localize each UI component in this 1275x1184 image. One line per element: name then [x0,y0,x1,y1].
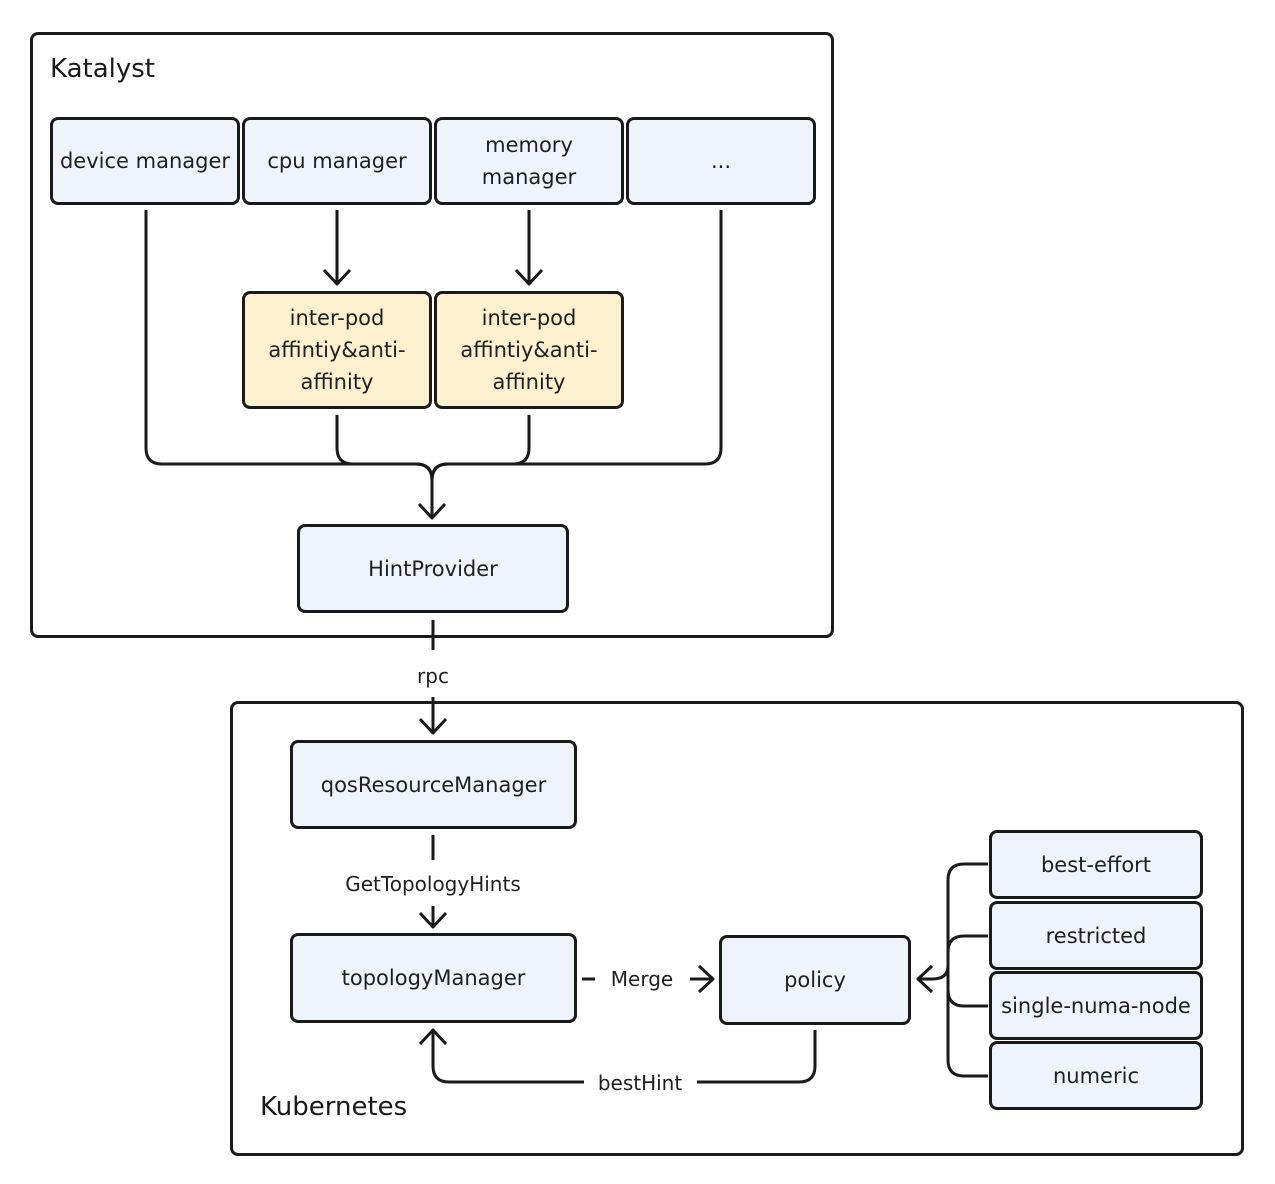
policy-best-effort-label: best-effort [1040,852,1152,877]
more-managers-box: ... [626,117,816,205]
qos-resource-manager-label: qosResourceManager [320,772,547,797]
topology-manager-box: topologyManager [290,933,577,1023]
device-manager-box: device manager [50,117,240,205]
affinity-right-line-3: affinity [492,370,566,394]
policy-single-numa-node-label: single-numa-node [1001,993,1191,1018]
qos-resource-manager-box: qosResourceManager [290,740,577,829]
affinity-left-line-3: affinity [300,370,374,394]
device-manager-label: device manager [59,149,231,173]
affinity-box-left: inter-pod affintiy&anti- affinity [242,291,432,409]
katalyst-title: Katalyst [50,54,156,84]
memory-manager-label: memory manager [481,133,577,189]
policy-numeric-box: numeric [989,1041,1203,1110]
affinity-left-line-1: inter-pod [289,306,385,330]
affinity-left-line-2: affintiy&anti- [268,338,406,362]
hint-provider-box: HintProvider [297,524,569,613]
cpu-manager-box: cpu manager [242,117,432,205]
policy-restricted-box: restricted [989,901,1203,970]
more-managers-label: ... [710,149,732,173]
cpu-manager-label: cpu manager [267,149,407,173]
hint-provider-label: HintProvider [368,556,498,581]
policy-single-numa-node-box: single-numa-node [989,971,1203,1040]
edge-label-merge: Merge [604,966,680,992]
policy-best-effort-box: best-effort [989,830,1203,899]
policy-restricted-label: restricted [1045,923,1147,948]
edge-label-best-hint: bestHint [591,1070,689,1096]
edge-label-rpc: rpc [411,663,455,689]
memory-manager-box: memory manager [434,117,624,205]
policy-numeric-label: numeric [1052,1063,1139,1088]
affinity-box-right: inter-pod affintiy&anti- affinity [434,291,624,409]
topology-manager-label: topologyManager [341,966,526,990]
policy-box: policy [719,935,911,1025]
edge-label-get-topology-hints: GetTopologyHints [339,871,527,897]
affinity-right-line-2: affintiy&anti- [460,338,598,362]
affinity-right-line-1: inter-pod [481,306,577,330]
kubernetes-container [230,701,1244,1156]
kubernetes-title: Kubernetes [260,1092,408,1122]
policy-label: policy [784,968,846,992]
